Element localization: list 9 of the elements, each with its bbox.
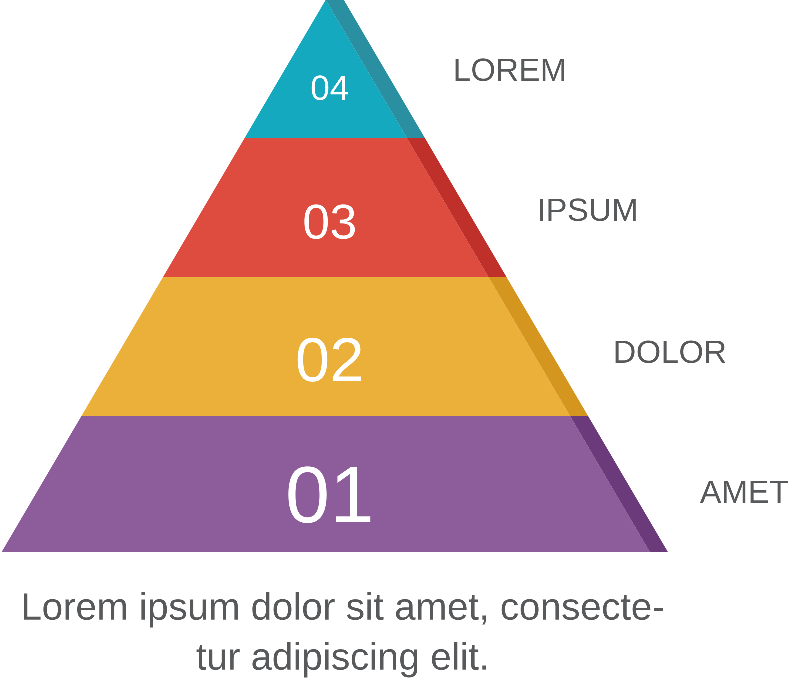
caption: Lorem ipsum dolor sit amet, consecte- tur adipiscing elit. xyxy=(24,592,664,678)
pyramid-band: 03 xyxy=(163,138,507,277)
pyramid-band: 04 xyxy=(245,0,425,138)
band-label: LOREM xyxy=(456,58,564,82)
pyramid-band: 01 xyxy=(2,416,668,552)
band-label: DOLOR xyxy=(616,340,726,364)
pyramid-band: 02 xyxy=(82,277,588,416)
band-label: AMET xyxy=(700,481,788,504)
band-label: IPSUM xyxy=(540,198,636,222)
